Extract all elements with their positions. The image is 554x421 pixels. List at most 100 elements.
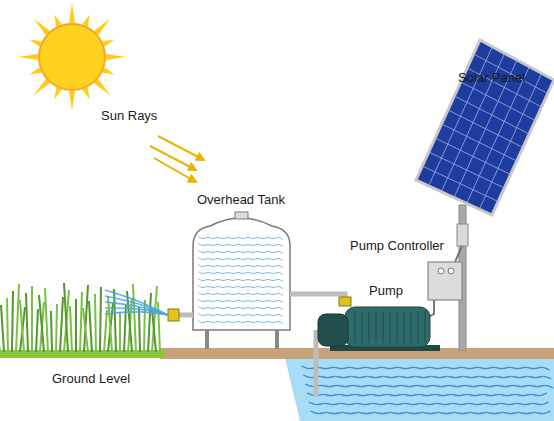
grass-blade: [119, 312, 121, 352]
grass-blade: [108, 296, 112, 352]
tank-water-wave: [198, 278, 283, 281]
grass-blade: [7, 298, 8, 352]
tank-water-wave: [198, 306, 283, 309]
grass-blade: [20, 300, 24, 352]
tank-water-wave: [198, 285, 283, 288]
tank-water-wave: [198, 264, 283, 267]
sun-ray: [94, 19, 110, 35]
pump-fin: [424, 311, 426, 343]
tank-water-wave: [198, 292, 283, 295]
grass-blade: [26, 293, 28, 352]
grass-blade: [1, 305, 4, 352]
grass-blade: [100, 287, 101, 352]
pump-fin: [410, 311, 412, 343]
part-label: Pump Controller: [350, 238, 444, 253]
tank-leg: [205, 330, 209, 349]
grass-blade: [139, 307, 140, 352]
pond-wave: [302, 366, 550, 370]
pond-wave: [311, 411, 551, 414]
sun-ray: [69, 3, 75, 23]
pipe: [290, 294, 345, 306]
panel-grid-line: [435, 138, 510, 175]
pump-fin: [417, 311, 419, 343]
overhead-tank: [193, 218, 290, 330]
sun-ray: [18, 54, 38, 60]
controller-knob: [438, 268, 444, 274]
grass-blade: [104, 310, 107, 352]
tank-water-wave: [198, 313, 283, 316]
pond-wave: [307, 393, 547, 396]
grass-blade: [12, 291, 13, 352]
part-label: Sun Rays: [101, 108, 157, 123]
outlet-pipe: [178, 313, 193, 318]
panel-grid-line: [454, 96, 529, 134]
grass-blade: [148, 293, 151, 352]
tank-water-wave: [198, 271, 283, 274]
pump-motor: [345, 307, 430, 347]
part-label: Ground Level: [52, 371, 130, 386]
pond-waves: [302, 366, 554, 414]
junction-box: [457, 224, 468, 246]
tank-cap: [235, 212, 248, 219]
pump-fin: [382, 311, 384, 343]
tank-water-wave: [198, 320, 283, 323]
grass-blade: [83, 308, 88, 352]
panel-grid: [422, 47, 547, 210]
grass-blade: [127, 291, 132, 352]
valve: [339, 297, 351, 306]
grass-blade: [95, 294, 96, 352]
water-stream: [105, 296, 168, 315]
pump-fin: [354, 311, 356, 343]
panel-grid-line: [461, 82, 536, 121]
controller-knob: [448, 268, 454, 274]
pump-head: [318, 314, 348, 346]
tank-water-wave: [198, 250, 283, 253]
grass-blade: [152, 309, 156, 352]
sun-ray-arrow: [154, 158, 196, 182]
pond-wave: [309, 402, 549, 405]
wire: [455, 246, 462, 262]
panel-grid-line: [448, 110, 523, 148]
tank-water-wave: [198, 257, 283, 260]
grass-blade: [152, 286, 157, 352]
grass-blade: [60, 297, 63, 352]
sun-ray: [34, 79, 50, 95]
grass-blade: [45, 288, 48, 352]
part-label: Overhead Tank: [197, 192, 285, 207]
grass-blade: [36, 309, 38, 352]
grass-blade: [133, 284, 136, 352]
tank-waves: [198, 236, 283, 323]
panel-grid-line: [429, 152, 505, 188]
sun-ray: [106, 54, 126, 60]
tank-water-wave: [198, 236, 283, 239]
panel-grid-line: [442, 124, 517, 161]
pump-fin: [396, 311, 398, 343]
sun-ray: [34, 19, 50, 35]
grass-blade: [75, 299, 77, 352]
pump-fin: [389, 311, 391, 343]
grass-blade: [70, 306, 72, 352]
pump-fin: [368, 311, 370, 343]
grass: [0, 283, 160, 352]
tank-leg: [275, 330, 279, 349]
grass-blade: [31, 286, 33, 352]
outlet-valve: [168, 309, 179, 321]
water-stream: [105, 308, 168, 315]
panel-grid-line: [422, 166, 498, 202]
sun-ray: [69, 91, 75, 111]
grass-blade: [56, 304, 57, 352]
pump-fin: [375, 311, 377, 343]
sun-rays-group: [18, 3, 126, 111]
grass-blade: [16, 284, 19, 352]
sun-ray-arrow: [150, 146, 196, 170]
water-stream: [105, 290, 168, 315]
sun-ray-arrow: [158, 136, 204, 160]
pond-wave: [303, 375, 551, 379]
part-label: Solar Panel: [458, 70, 525, 85]
grass-blade: [39, 295, 44, 352]
pump-fins: [355, 311, 425, 343]
water-pond: [285, 358, 554, 421]
pump-fin: [403, 311, 405, 343]
